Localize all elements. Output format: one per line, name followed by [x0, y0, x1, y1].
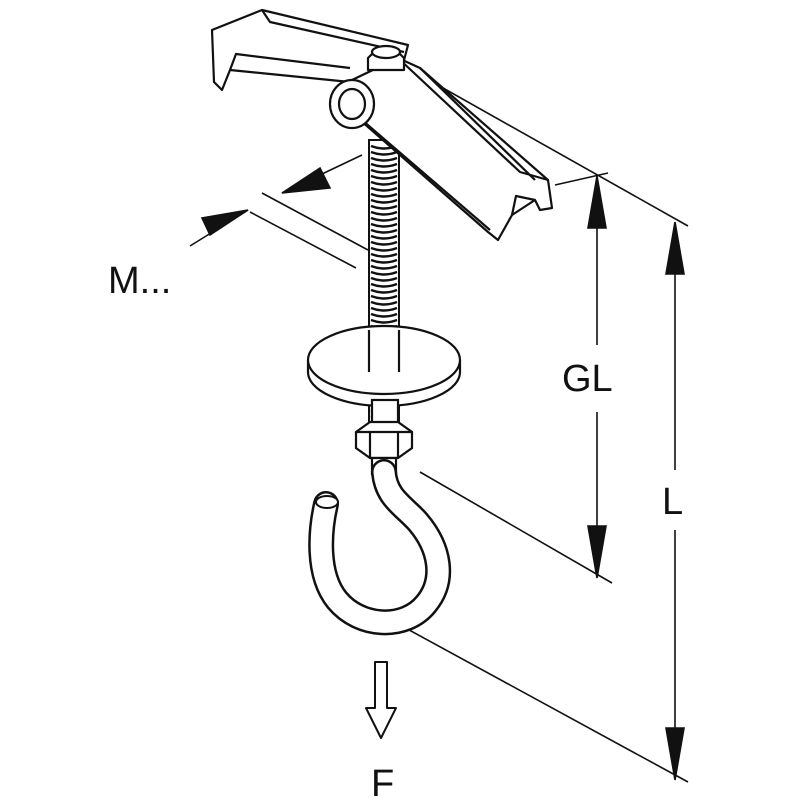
washer [306, 324, 462, 408]
thread-dimension [189, 154, 363, 247]
extension-line-thread-right [249, 211, 357, 269]
thread-dimension-arrowhead-upper [281, 166, 332, 194]
extension-line-thread-left [261, 192, 369, 251]
grip-length-dimension [587, 175, 607, 579]
force-label: F [371, 763, 394, 800]
extension-line-toggle-top [419, 74, 689, 227]
grip-length-label: GL [562, 358, 613, 400]
extension-line-toggle-wing [554, 172, 609, 186]
hook [308, 459, 452, 636]
extension-lines [249, 74, 689, 783]
total-length-dimension [665, 221, 685, 781]
toggle-wings [210, 8, 554, 242]
l-arrowhead-bottom [665, 727, 685, 781]
gl-arrowhead-top [587, 175, 607, 229]
extension-line-washer [419, 471, 613, 584]
force-arrow-icon [365, 661, 397, 739]
total-length-label: L [662, 481, 683, 523]
gl-arrowhead-bottom [587, 525, 607, 579]
thread-size-label: M... [108, 260, 171, 302]
hook-tip [315, 495, 339, 509]
extension-line-hook-bottom [399, 624, 689, 783]
l-arrowhead-top [665, 221, 685, 275]
thread-dimension-arrowhead-lower [200, 209, 249, 237]
toggle-wing-right [350, 56, 554, 242]
